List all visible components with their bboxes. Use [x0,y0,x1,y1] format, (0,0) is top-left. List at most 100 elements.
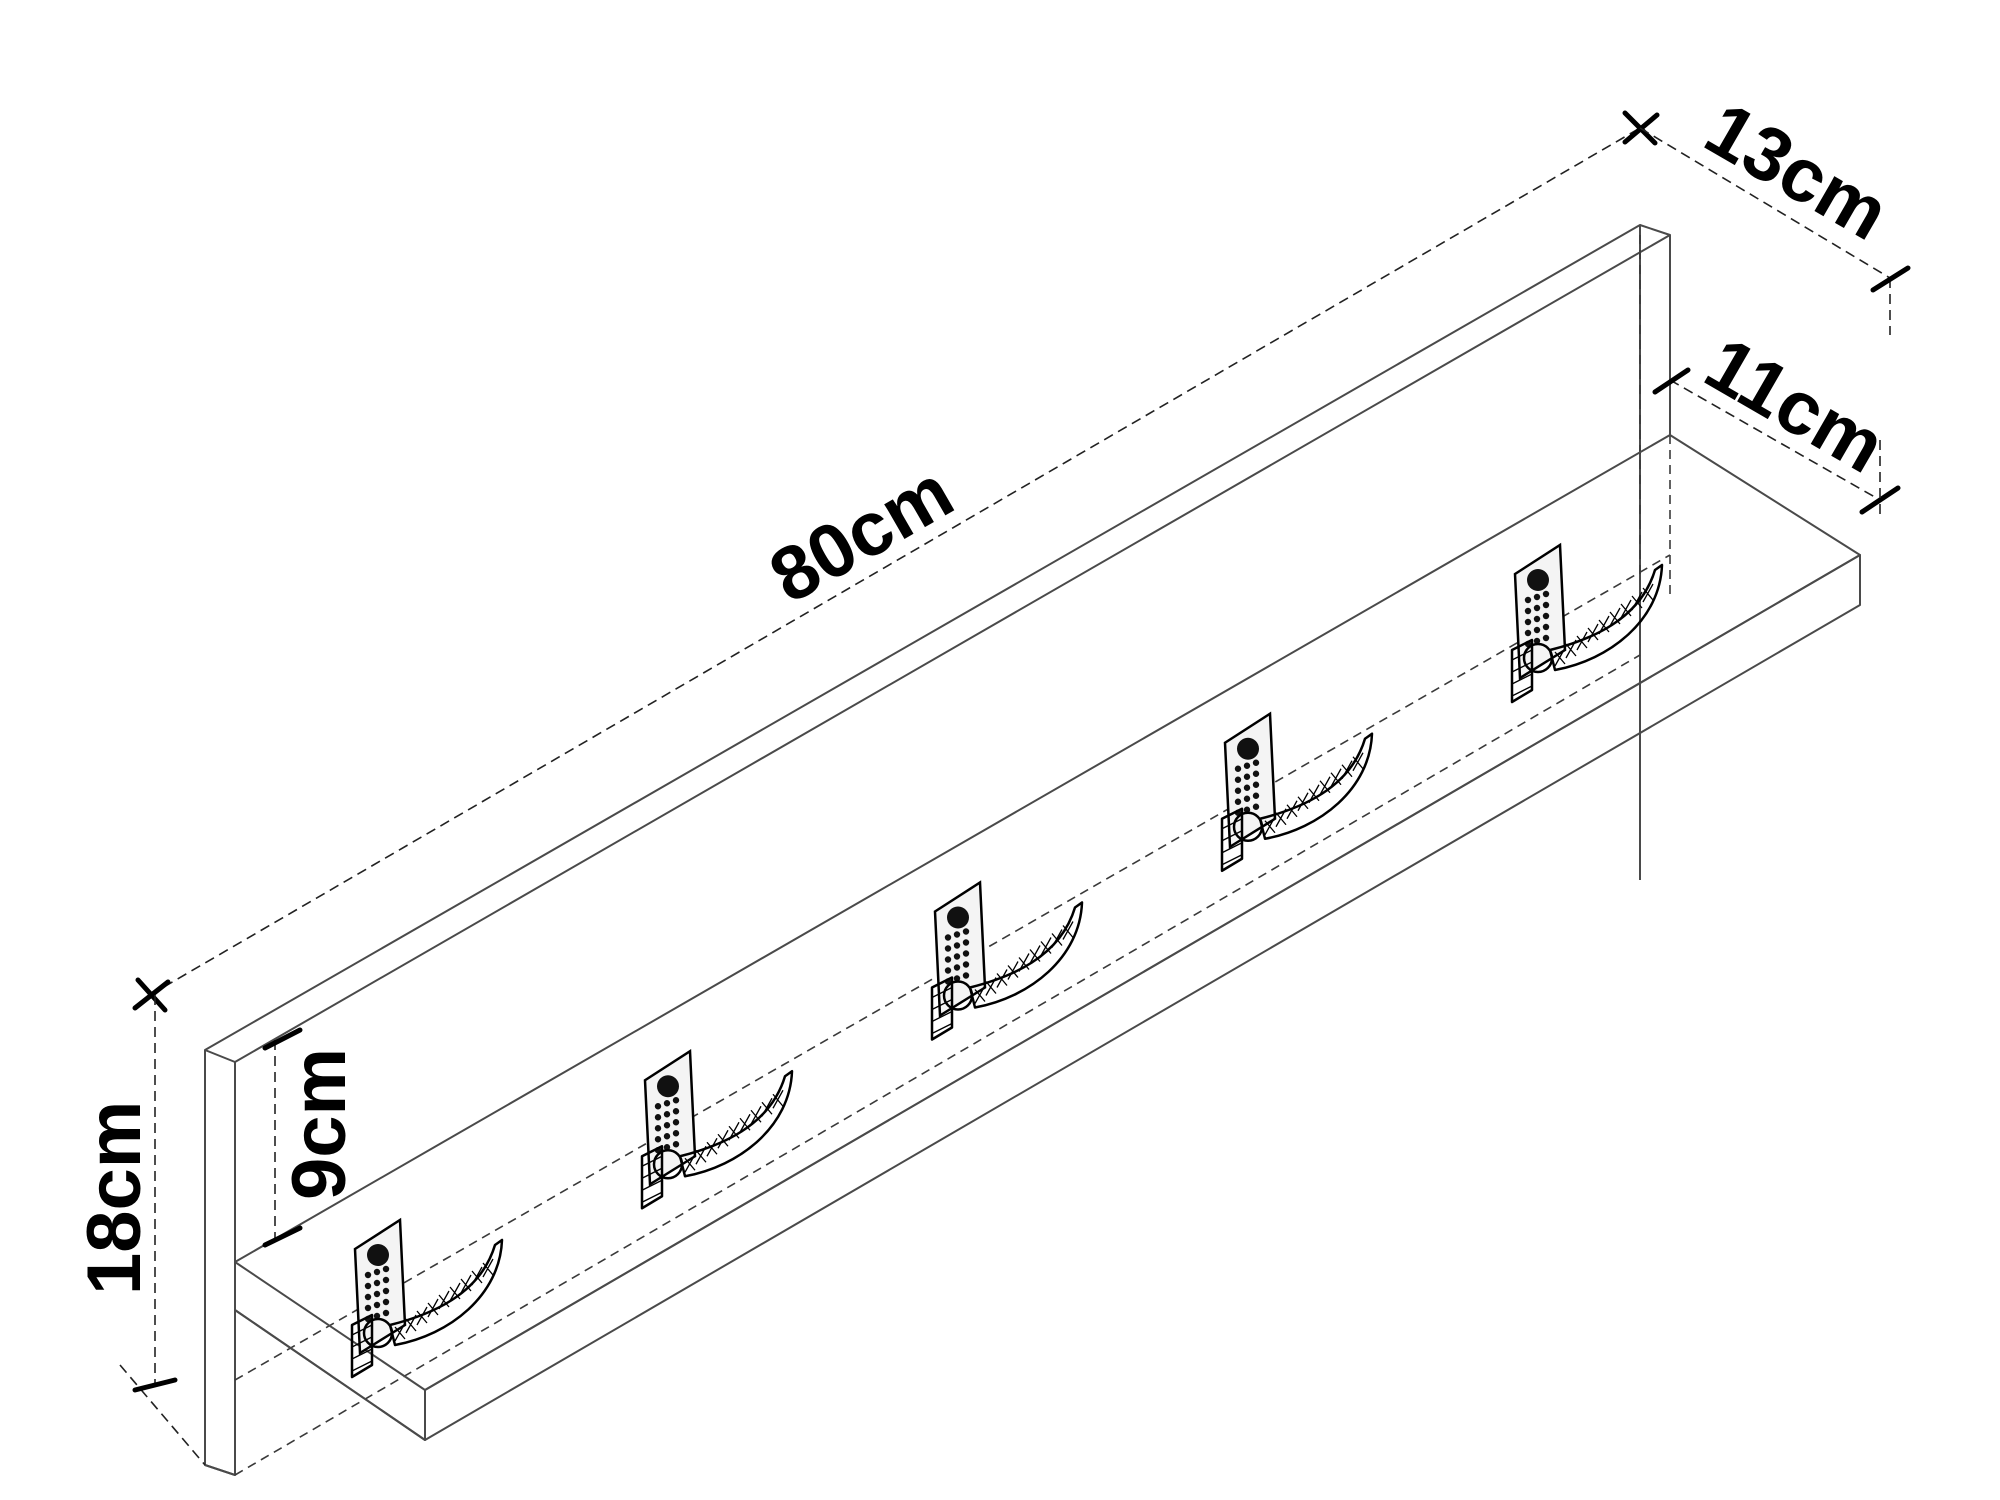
hidden-edges [234,235,1671,1476]
hook-perforation [654,1103,662,1110]
hook-perforation [953,975,961,982]
hook-perforation [672,1141,680,1148]
hook-perforation [663,1144,671,1151]
hook-stem [930,976,954,1041]
hook-perforation [953,931,961,938]
hook-mount-plate [643,1049,697,1187]
hook-screw-head [1237,737,1259,760]
hook-perforation [1524,607,1532,615]
hook-stem [1510,638,1534,704]
dimension-80cm-label: 80cm [756,449,967,620]
hook-perforation [663,1111,671,1118]
hook-stem-hatch [931,986,953,1035]
hook-perforation [373,1279,381,1287]
hook-perforation [1252,759,1260,766]
hook-perforation [654,1136,662,1143]
hook-perforation [1533,626,1541,634]
hook-perforation [1234,765,1242,772]
hook-perforation [962,928,970,935]
hook-perforation [944,956,952,963]
hook-stem-hatch [641,1155,663,1203]
dimension-11cm: 11cm [1652,321,1901,520]
hook-stem-hatch [1511,649,1533,697]
hidden-back-edge [234,654,1641,1476]
hook-stem [640,1145,664,1210]
hook-perforation [1533,593,1541,601]
hook-arm-truss [1554,583,1654,667]
hook-perforation [373,1301,381,1309]
hook-perforation [382,1298,390,1306]
hook-perforation [962,961,970,968]
hook-mount-plate [353,1217,407,1356]
hook-perforation [373,1290,381,1298]
hook-mount-plate [1223,711,1277,849]
hook-perforation [663,1100,671,1107]
hook-3 [930,880,1084,1041]
hook-perforation [1243,762,1251,769]
dimension-13cm: 13cm [1639,86,1911,335]
hook-perforation [373,1268,381,1276]
hook-perforation [364,1304,372,1312]
hook-screw-head [947,906,969,929]
hook-perforation [672,1130,680,1137]
hook-screw-head [1527,569,1549,591]
hook-perforation [1524,618,1532,626]
hook-perforation [373,1312,381,1320]
hook-perforation [672,1108,680,1115]
hook-perforation [1542,612,1550,620]
hook-perforation [1243,773,1251,780]
hook-perforation [663,1122,671,1129]
dimension-18cm-tick-bottom [132,1377,178,1393]
dimension-11cm-tick-left [1652,367,1691,395]
hook-perforation [1243,795,1251,802]
hook-perforation [1542,623,1550,631]
hook-1 [350,1217,504,1379]
dimension-11cm-line [1669,379,1881,501]
dimension-13cm-line [1639,127,1891,279]
hook-perforation [962,950,970,957]
dimension-11cm-label: 11cm [1692,321,1899,490]
hook-perforation [1533,615,1541,623]
dimension-18cm-ext-bottom [119,1364,206,1466]
hook-perforation [1252,803,1260,810]
hook-perforation [953,953,961,960]
hook-perforation [382,1287,390,1295]
back-panel-bottom-edge [204,1464,236,1476]
hook-perforation [382,1309,390,1317]
hook-perforation [672,1119,680,1126]
hook-arm [968,901,1084,1009]
hook-perforation [1533,637,1541,645]
dimension-11cm-tick-right [1859,485,1901,515]
hook-stem-hatch [351,1324,373,1372]
back-panel-left-edge [204,1050,236,1476]
hook-perforation [1533,604,1541,612]
hook-perforation [944,934,952,941]
hook-perforation [1252,792,1260,799]
hook-perforation [1524,596,1532,604]
hook-perforation [1243,806,1251,813]
shelf-underside-back [234,1309,426,1441]
hook-perforation [944,945,952,952]
hook-perforation [654,1114,662,1121]
hook-perforation [953,942,961,949]
hook-arm [678,1070,794,1178]
hook-5 [1510,542,1664,704]
dimension-9cm-tick-bottom [262,1225,303,1248]
hook-stem [1220,807,1244,872]
back-panel [204,224,1671,1476]
hook-perforation [1234,798,1242,805]
hook-screw-head [657,1075,679,1098]
hook-perforation [944,967,952,974]
hook-perforation [1252,770,1260,777]
hook-perforation [654,1125,662,1132]
hook-arm [1548,563,1664,672]
dimension-13cm-label: 13cm [1692,86,1903,257]
hook-screw-head [367,1244,389,1266]
hook-perforation [953,964,961,971]
hook-4 [1220,711,1374,872]
hook-stem [350,1313,374,1379]
dimension-9cm-tick-top [262,1027,303,1051]
hook-perforation [1243,784,1251,791]
